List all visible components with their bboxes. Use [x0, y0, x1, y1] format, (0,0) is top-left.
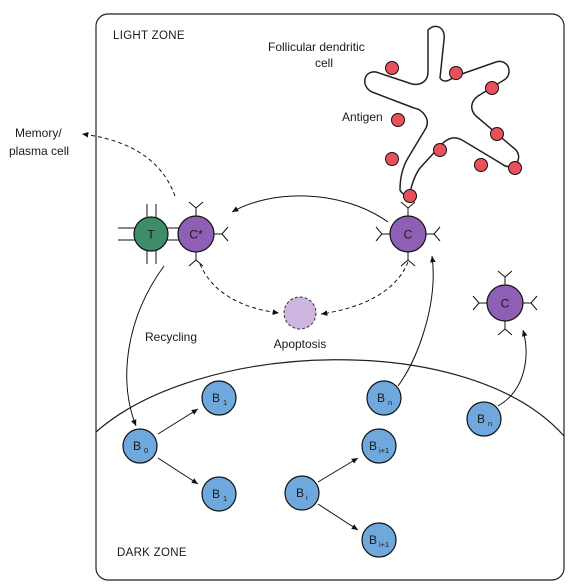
b-cell-bi1-bottom: B i+1: [361, 522, 397, 558]
centrocyte-top-label: C: [404, 228, 413, 242]
t-cell: [133, 216, 169, 252]
centrocyte-right-cell: [486, 284, 524, 322]
c-star-receptors: [188, 201, 229, 267]
bi1-bottom-label: B: [369, 533, 377, 547]
b-cell-b0: B 0: [122, 428, 158, 464]
recycling-label: Recycling: [145, 330, 197, 344]
apoptosis-label: Apoptosis: [274, 337, 327, 351]
apoptosis-arrow-right: [320, 261, 409, 316]
b-cell-bi: B i: [284, 475, 320, 511]
zone-boundary: [95, 359, 565, 437]
antigen-dot: [474, 158, 488, 172]
b0-label: B: [133, 439, 141, 453]
b-cell-bn-right: B n: [466, 401, 502, 437]
b1-bottom-label: B: [212, 487, 220, 501]
fdc-label-line2: cell: [315, 56, 333, 70]
light-zone-label: LIGHT ZONE: [113, 30, 185, 42]
b1-top-label: B: [212, 391, 220, 405]
b1-bottom-sub: 1: [223, 494, 227, 503]
b-cell-bn-middle: B n: [366, 380, 402, 416]
b0-sub: 0: [144, 446, 148, 455]
centrocyte-right-receptors: [472, 270, 538, 336]
b-cell-bi1-top: B i+1: [361, 428, 397, 464]
bi1-top-sub: i+1: [379, 446, 389, 455]
memory-label-line2: plasma cell: [9, 144, 69, 158]
germinal-center-frame: [95, 13, 565, 581]
antigen-dot: [433, 143, 447, 157]
bn-right-to-centrocyte-arrow: [497, 329, 528, 407]
selection-arrow: [231, 195, 389, 223]
antigen-dot: [391, 113, 405, 127]
antigen-dot: [403, 189, 417, 203]
antigen-dot: [385, 61, 399, 75]
recycling-arrow: [126, 265, 165, 427]
b0-to-b1-top-arrow: [157, 408, 199, 435]
apoptotic-cell: [283, 296, 317, 330]
apoptosis-arrow-left: [199, 263, 280, 315]
bi-to-bi1-top-arrow: [317, 457, 359, 483]
bi1-top-label: B: [369, 439, 377, 453]
b-cell-b1-top: B 1: [201, 380, 237, 416]
bn-middle-label: B: [377, 391, 385, 405]
bn-to-centrocyte-arrow: [397, 255, 436, 387]
selected-centrocyte-label: C*: [189, 228, 203, 242]
dark-zone-label: DARK ZONE: [117, 547, 187, 559]
antigen-dot: [508, 161, 522, 175]
bn-right-label: B: [477, 412, 485, 426]
antigen-label: Antigen: [342, 110, 383, 124]
fdc-label-line1: Follicular dendritic: [268, 40, 365, 54]
centrocyte-right-label: C: [501, 297, 510, 311]
antigen-dot: [490, 127, 504, 141]
antigen-dots: [385, 61, 522, 203]
b-cell-b1-bottom: B 1: [201, 476, 237, 512]
t-cell-receptors: [118, 204, 181, 264]
selected-centrocyte-cell: [177, 215, 215, 253]
b1-top-sub: 1: [223, 398, 227, 407]
t-cell-label: T: [147, 228, 155, 242]
bi1-bottom-sub: i+1: [379, 540, 389, 549]
bn-right-sub: n: [488, 419, 492, 428]
bn-middle-sub: n: [388, 398, 392, 407]
follicular-dendritic-cell: [364, 25, 520, 196]
b0-to-b1-bottom-arrow: [157, 457, 199, 485]
antigen-dot: [449, 66, 463, 80]
memory-label-line1: Memory/: [15, 126, 62, 140]
centrocyte-top-cell: [389, 215, 427, 253]
bi-to-bi1-bottom-arrow: [317, 503, 359, 531]
bi-sub: i: [306, 493, 308, 502]
centrocyte-top-receptors: [375, 201, 441, 267]
antigen-dot: [485, 81, 499, 95]
bi-label: B: [296, 486, 304, 500]
antigen-dot: [385, 152, 399, 166]
